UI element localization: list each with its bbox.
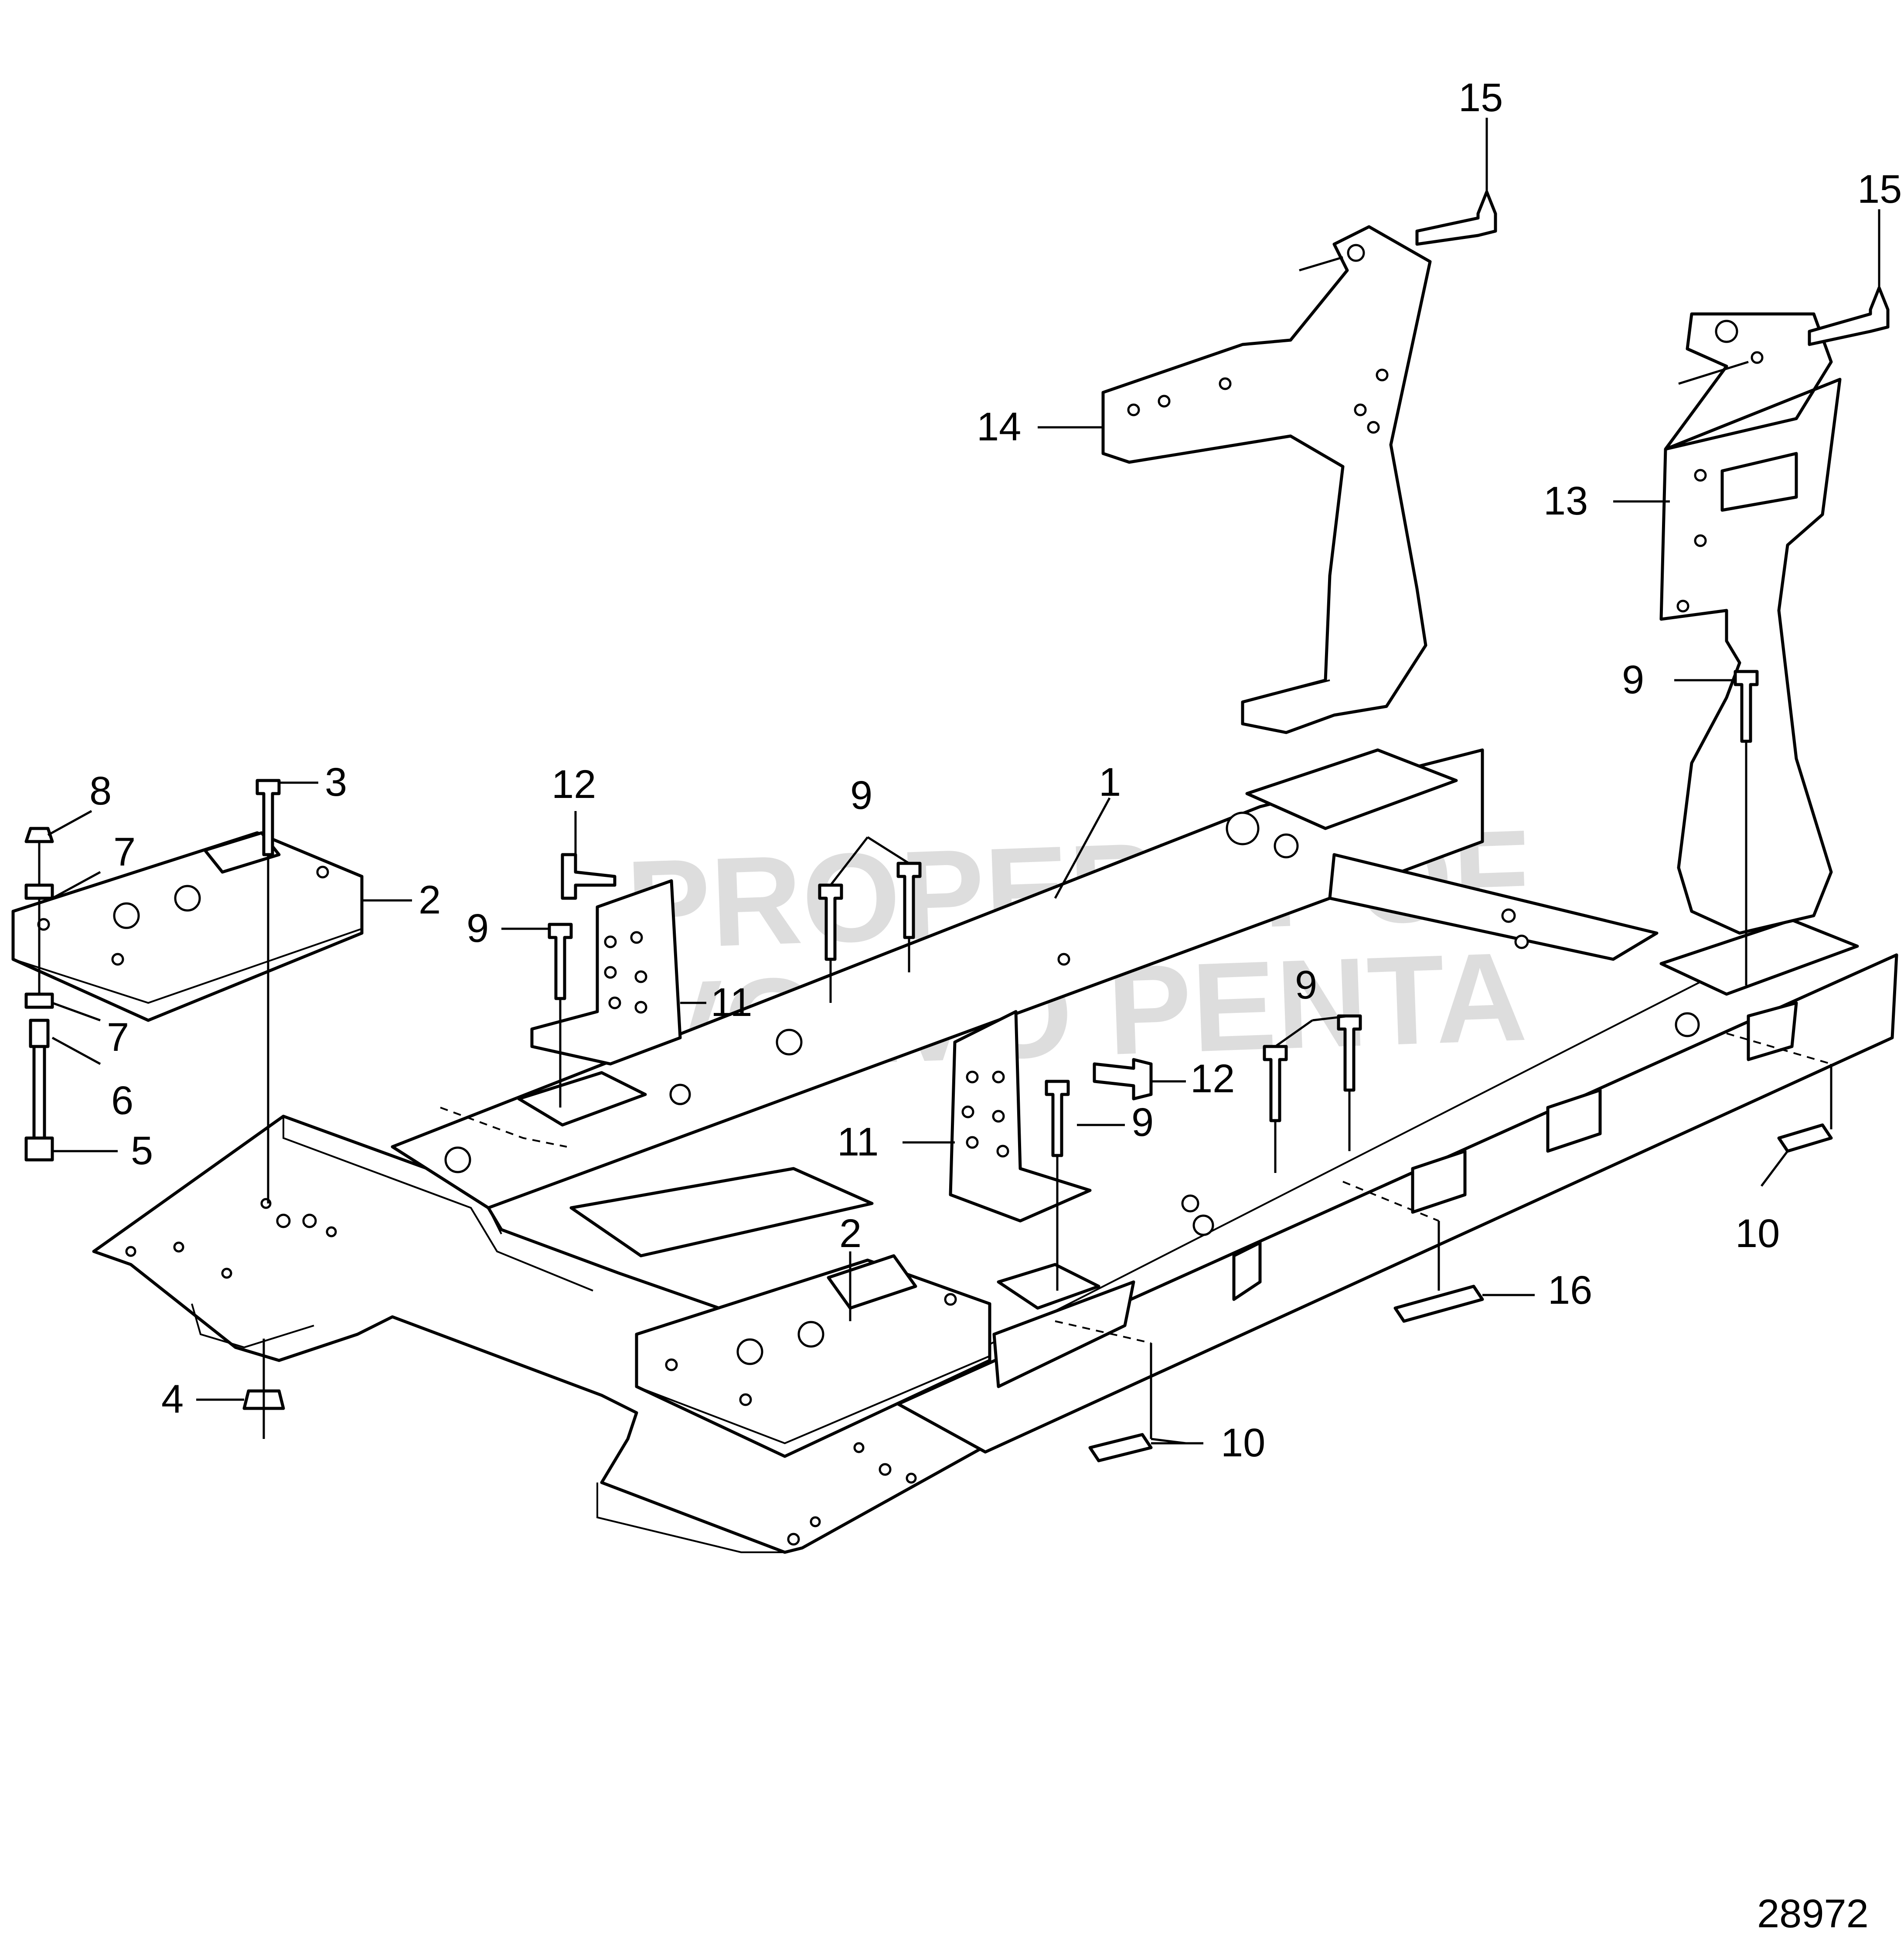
callouts: 1 2 2 3 4 5 6 7 7 8 9 9 9 9 9 10 10 11 1… <box>89 75 1902 1465</box>
engine-mount-bracket-left <box>11 831 364 1022</box>
callout-7-lower: 7 <box>107 1015 129 1060</box>
callout-7-upper: 7 <box>113 830 136 874</box>
callout-2-left: 2 <box>419 878 441 922</box>
callout-9-top: 9 <box>850 773 872 818</box>
callout-15-left: 15 <box>1458 75 1503 120</box>
callout-11-left: 11 <box>711 980 753 1025</box>
callout-11-right: 11 <box>837 1120 879 1164</box>
callout-8: 8 <box>89 769 112 813</box>
callout-13: 13 <box>1543 479 1588 523</box>
angle-bracket-right <box>949 1010 1092 1223</box>
callout-3: 3 <box>325 760 347 804</box>
callout-16: 16 <box>1548 1268 1592 1312</box>
callout-12-left: 12 <box>552 762 596 807</box>
engine-mount-bracket-right <box>635 1254 991 1458</box>
callout-14: 14 <box>977 405 1021 449</box>
callout-10-lower: 10 <box>1221 1421 1265 1465</box>
callout-1: 1 <box>1099 760 1121 804</box>
angle-bracket-left <box>530 879 682 1066</box>
shim-10-upper <box>1777 1123 1833 1153</box>
callout-5: 5 <box>131 1128 153 1173</box>
frame-mount-pads <box>517 748 1859 1310</box>
assembly-guide-lines <box>38 256 1832 1439</box>
callout-12-right: 12 <box>1190 1057 1235 1101</box>
callout-9-left: 9 <box>467 906 489 951</box>
callout-15-right: 15 <box>1857 167 1902 211</box>
fasteners <box>24 190 1890 1410</box>
shim-16 <box>1393 1285 1484 1323</box>
callout-9-far-right: 9 <box>1622 658 1644 702</box>
callout-6: 6 <box>111 1078 133 1123</box>
support-bracket-14 <box>1101 225 1432 734</box>
callout-10-upper: 10 <box>1735 1211 1780 1256</box>
callout-9-right: 9 <box>1295 963 1317 1007</box>
leader-lines <box>47 118 1880 1445</box>
callout-9-mid: 9 <box>1131 1100 1154 1145</box>
support-bracket-13 <box>1659 312 1842 935</box>
shim-10-lower <box>1088 1433 1153 1462</box>
callout-2-right: 2 <box>839 1211 862 1256</box>
callout-4: 4 <box>161 1377 184 1421</box>
drawing-number: 28972 <box>1757 1892 1869 1936</box>
